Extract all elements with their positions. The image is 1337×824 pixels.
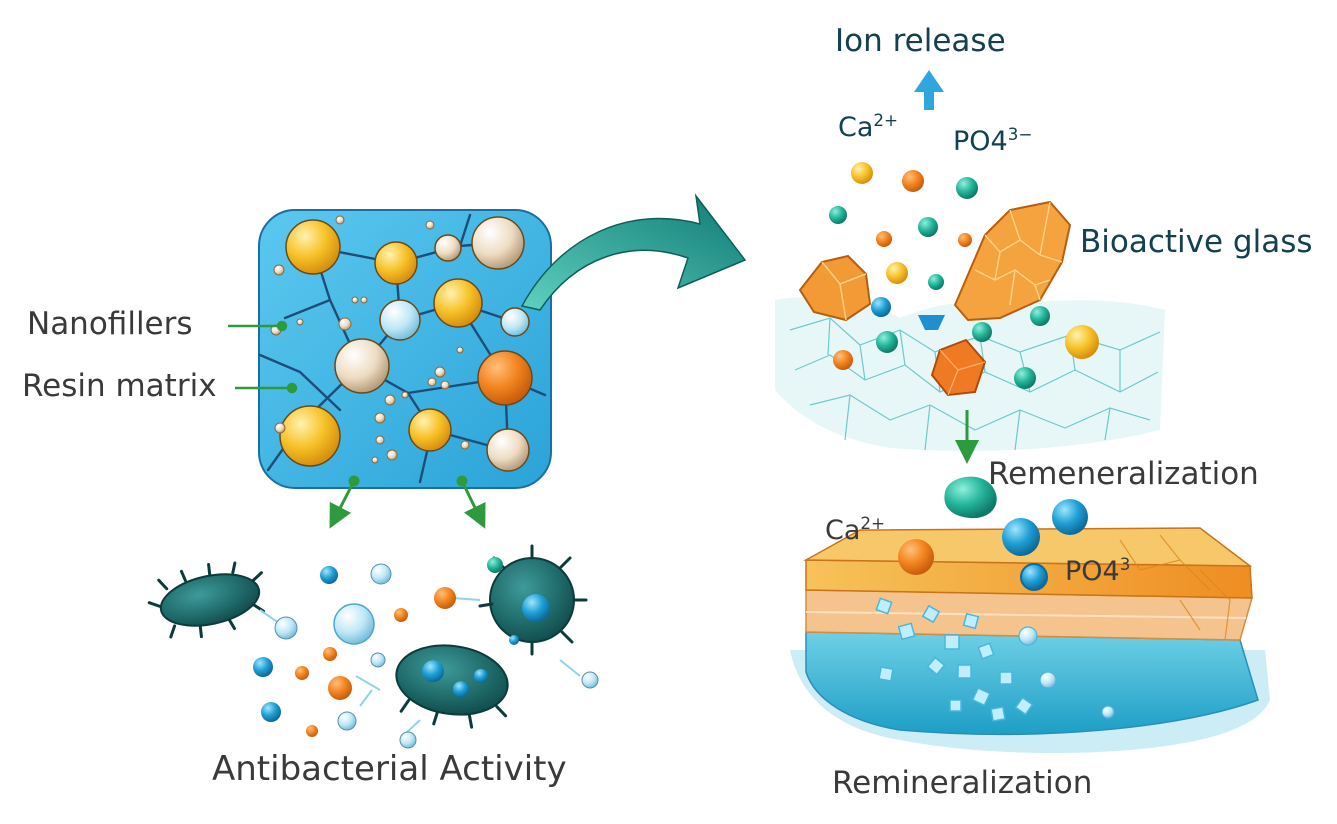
transfer-arrow-icon [520,193,747,311]
ca-ion-label-bottom: Ca2+ [825,513,886,546]
resin-matrix-label: Resin matrix [22,368,217,404]
bacteria-icon [147,544,588,729]
ion-release-label: Ion release [835,23,1006,59]
tooth-layers [790,527,1270,754]
ions-bottom [898,476,1088,591]
process-arrow-icon [329,475,486,529]
ca-ion-label-top: Ca2+ [838,110,899,143]
label-leaders [228,320,298,394]
bioactive-glass-label: Bioactive glass [1080,224,1313,260]
po4-ion-label-bottom: PO43 [1065,554,1131,587]
composite-block [258,209,552,489]
remineralization-label: Remineralization [832,765,1093,801]
antibacterial-particles [253,557,599,749]
ion-release-arrow-icon [914,70,944,110]
antibacterial-activity-label: Antibacterial Activity [212,749,567,789]
po4-ion-label-top: PO43− [953,124,1033,157]
nanofillers-label: Nanofillers [27,306,193,342]
nanofiller-particles [279,216,533,472]
ions-top [829,162,1099,389]
small-particles [270,215,470,464]
remeneralization-label: Remeneralization [988,456,1259,492]
